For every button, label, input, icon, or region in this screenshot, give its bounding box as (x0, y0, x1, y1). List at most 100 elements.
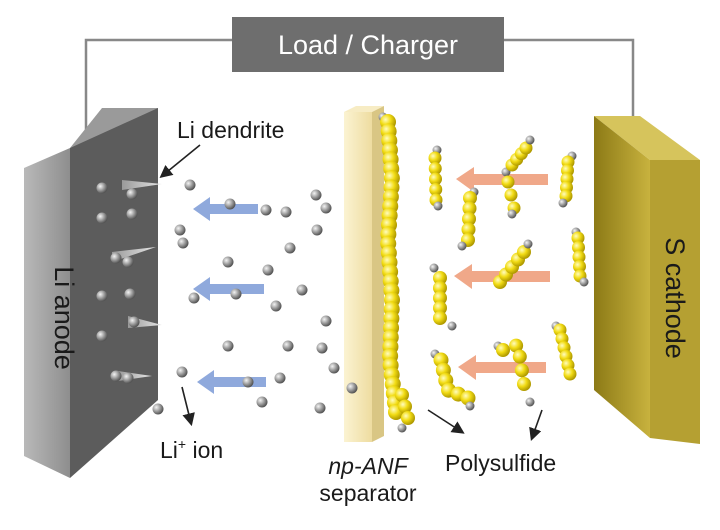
polysulfide-chain (501, 175, 521, 219)
s-cathode: S cathode (594, 116, 700, 444)
li-ion (128, 316, 140, 328)
li-ion (126, 188, 138, 200)
li-ions (96, 179, 358, 415)
chain-end-atom (457, 241, 467, 251)
separator-label-line1: np-ANF (328, 453, 409, 479)
chain-end-atom (465, 401, 475, 411)
sulfur-atom (398, 399, 412, 414)
li-ion-label-rest: ion (186, 437, 223, 463)
li-ion (274, 372, 286, 384)
li-anode: Li anode (24, 108, 158, 478)
sulfur-atom (517, 377, 531, 391)
sulfur-atom (395, 388, 409, 402)
chain-end-atom (523, 239, 533, 249)
sulfur-atom (428, 151, 442, 165)
li-ion (224, 198, 236, 210)
li-ion-label-sup: + (178, 436, 186, 452)
sulfur-atom (428, 162, 442, 175)
li-ion-arrow-1 (193, 197, 258, 221)
li-ion (177, 237, 189, 249)
li-ion (110, 252, 122, 264)
load-charger-box: Load / Charger (232, 17, 504, 72)
sulfur-atom (563, 367, 577, 381)
li-ion (126, 208, 138, 220)
sulfur-atom (401, 411, 415, 425)
li-ion (222, 340, 234, 352)
sulfur-atom (462, 212, 476, 226)
sulfur-atom (433, 291, 447, 305)
sulfur-atom (433, 311, 447, 325)
polysulfide-chain (571, 227, 589, 287)
li-ion (284, 242, 296, 254)
polysulfide-chain (558, 151, 577, 208)
sulfur-atom (429, 183, 443, 196)
separator-label-line2: separator (319, 480, 417, 506)
li-ion (122, 256, 134, 268)
sulfur-atom (433, 271, 447, 285)
sulfur-atom (460, 390, 476, 406)
sulfur-atom (504, 188, 518, 202)
sulfur-atom (573, 260, 586, 273)
chain-end-atom (433, 201, 443, 211)
li-ion (222, 256, 234, 268)
polysulfide-chain (395, 388, 415, 425)
li-ion (188, 292, 200, 304)
chain-end-atom (525, 397, 535, 407)
cathode-label: S cathode (660, 237, 690, 359)
sulfur-atom (429, 172, 442, 186)
polysulfide-chain (493, 338, 535, 407)
chain-end-atom (447, 321, 457, 331)
polysulfide-chain (501, 135, 535, 177)
polysulfide-chain (428, 145, 443, 211)
dendrite-label: Li dendrite (177, 117, 284, 143)
load-charger-label: Load / Charger (278, 30, 458, 60)
li-ion (260, 204, 272, 216)
li-ion (320, 315, 332, 327)
sulfur-atom (433, 281, 447, 295)
li-ion-label: Li+ ion (160, 436, 223, 463)
li-ion (124, 288, 136, 300)
sulfur-atom (509, 338, 524, 353)
li-ion (346, 382, 358, 394)
li-ion (296, 284, 308, 296)
chain-end-atom (429, 263, 439, 273)
li-ion (184, 179, 196, 191)
pointer-lines (159, 144, 543, 442)
sulfur-atom (462, 201, 477, 216)
li-ion (122, 372, 134, 384)
li-ion (96, 212, 108, 224)
li-ion (256, 396, 268, 408)
chain-end-atom (579, 277, 589, 287)
li-ion (230, 288, 242, 300)
chain-end-atom (558, 198, 568, 208)
sulfur-atom (572, 241, 585, 254)
polysulfide-chain (430, 349, 476, 411)
li-ion (310, 189, 322, 201)
anode-label: Li anode (49, 266, 79, 370)
li-ion (311, 224, 323, 236)
li-ion-arrows (193, 197, 266, 394)
sulfur-atom (572, 250, 586, 264)
li-ion (316, 342, 328, 354)
sulfur-atom (512, 349, 527, 364)
li-ion (314, 402, 326, 414)
li-ion-arrow-3 (197, 370, 266, 394)
polysulfide-label: Polysulfide (445, 450, 556, 476)
li-ion-arrow-2 (193, 277, 264, 301)
li-ion (270, 300, 282, 312)
polysulfide-chain (493, 239, 533, 289)
polysulfide-chain (551, 321, 577, 381)
li-ion (262, 264, 274, 276)
polysulfide-arrow-3 (458, 355, 546, 380)
li-ion (96, 290, 108, 302)
sulfur-atom (517, 245, 531, 259)
li-ion (320, 202, 332, 214)
sulfur-atom (461, 222, 476, 237)
sulfur-atom (463, 191, 477, 205)
li-ion-label-main: Li (160, 437, 178, 463)
li-ion (96, 182, 108, 194)
circuit-wire (84, 38, 635, 145)
chain-end-atom (525, 135, 535, 145)
chain-end-atom (507, 209, 517, 219)
